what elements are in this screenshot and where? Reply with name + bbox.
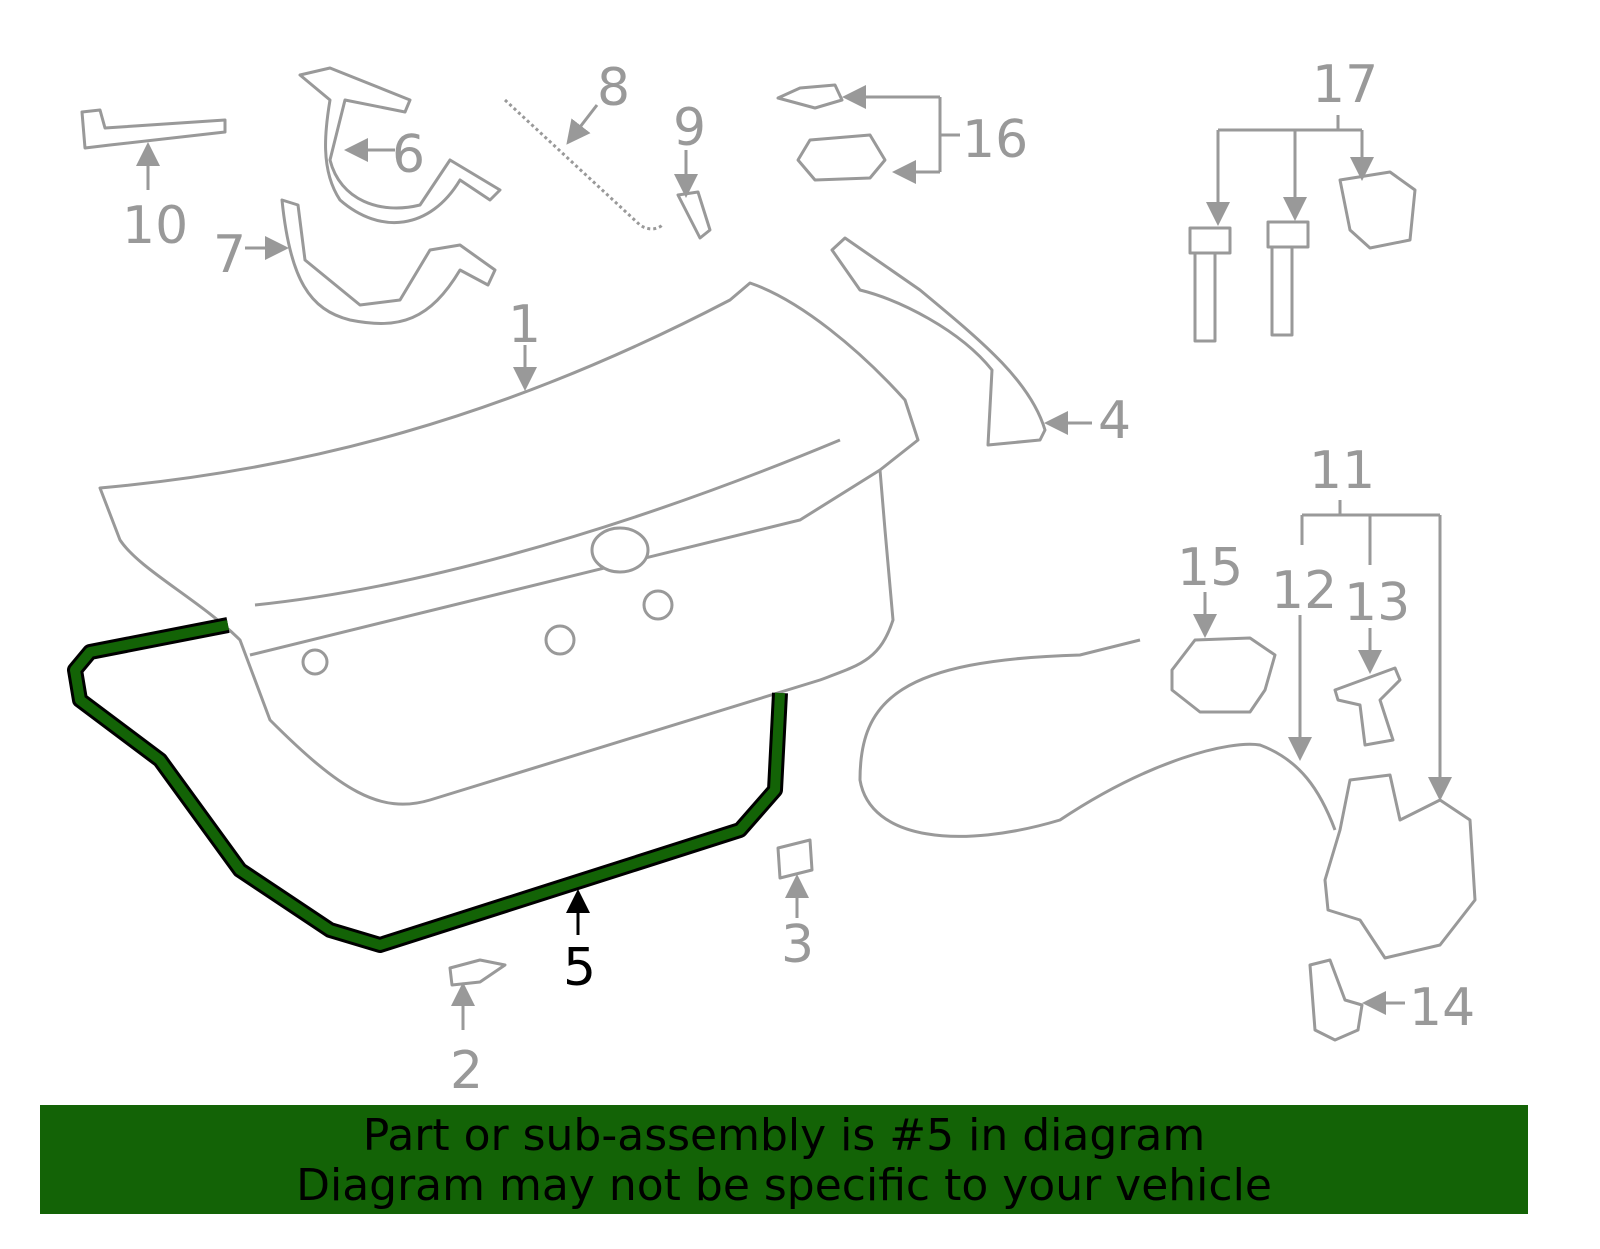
striker-part-15[interactable] bbox=[1170, 636, 1277, 714]
bracket-part-4[interactable] bbox=[830, 236, 1047, 447]
trunk-lid-part-1[interactable] bbox=[98, 281, 920, 806]
bumper-part-2[interactable] bbox=[448, 958, 507, 987]
light-part-16[interactable] bbox=[776, 83, 887, 182]
callout-3: 3 bbox=[781, 915, 814, 975]
latch-part-11[interactable] bbox=[1323, 773, 1477, 960]
cushion-part-3[interactable] bbox=[776, 838, 814, 880]
spring-part-8[interactable] bbox=[503, 98, 664, 231]
cable-part-12[interactable] bbox=[858, 638, 1337, 838]
callout-1: 1 bbox=[508, 295, 541, 355]
callout-6: 6 bbox=[392, 125, 425, 185]
hinge-part-7[interactable] bbox=[280, 198, 497, 325]
callout-5: 5 bbox=[563, 938, 596, 998]
handle-part-13[interactable] bbox=[1333, 666, 1402, 747]
callout-2: 2 bbox=[450, 1041, 483, 1101]
hinge-part-6[interactable] bbox=[298, 66, 502, 224]
clip-part-9[interactable] bbox=[676, 190, 712, 240]
callout-11: 11 bbox=[1309, 441, 1375, 501]
bracket-part-14[interactable] bbox=[1308, 958, 1364, 1042]
callout-12: 12 bbox=[1271, 561, 1337, 621]
callout-9: 9 bbox=[673, 98, 706, 158]
callout-10: 10 bbox=[122, 196, 188, 256]
key-cylinder-part-17[interactable] bbox=[1188, 170, 1417, 343]
callout-15: 15 bbox=[1177, 538, 1243, 598]
callout-7: 7 bbox=[213, 225, 246, 285]
callout-17: 17 bbox=[1312, 55, 1378, 115]
leader-lines bbox=[136, 85, 1452, 1030]
callout-14: 14 bbox=[1409, 978, 1475, 1038]
info-banner: Part or sub-assembly is #5 in diagram Di… bbox=[40, 1105, 1528, 1214]
callout-4: 4 bbox=[1098, 391, 1131, 451]
torsion-bar-part-10[interactable] bbox=[80, 108, 227, 150]
callout-13: 13 bbox=[1344, 573, 1410, 633]
banner-line-2: Diagram may not be specific to your vehi… bbox=[296, 1160, 1272, 1211]
banner-line-1: Part or sub-assembly is #5 in diagram bbox=[362, 1110, 1206, 1161]
callout-8: 8 bbox=[597, 58, 630, 118]
callout-16: 16 bbox=[962, 110, 1028, 170]
weatherstrip-part-5[interactable] bbox=[67, 617, 788, 953]
